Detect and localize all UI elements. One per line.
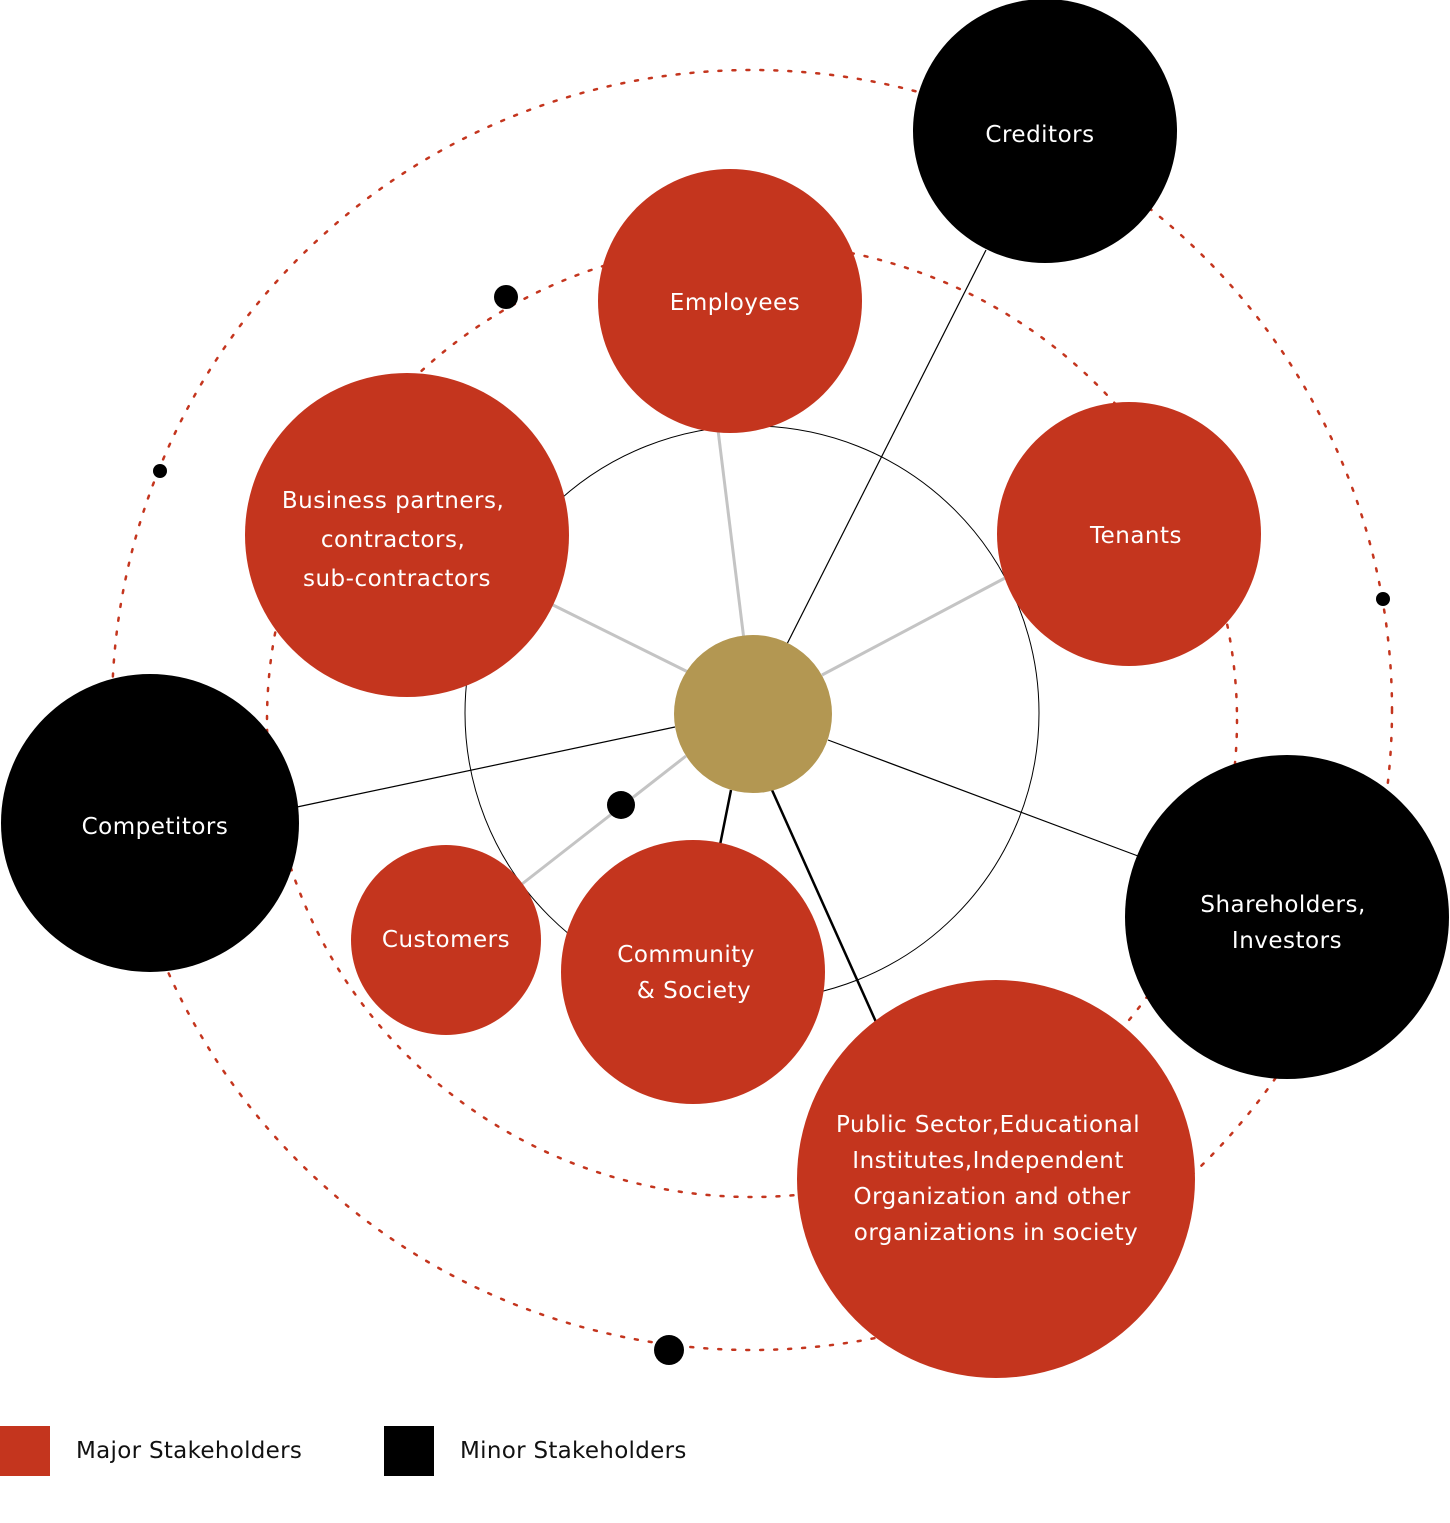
node-label-line: Customers (382, 927, 510, 953)
inner-orbit (265, 241, 1239, 1199)
node-label-line: Business partners, (282, 488, 504, 514)
orbit-dot (654, 1335, 684, 1365)
svg-text:Shareholders, Investor: Shareholders, Investors (1200, 892, 1373, 954)
svg-text:Tenants: Tenants (1089, 523, 1182, 549)
spoke-competitors (296, 726, 676, 808)
node-label-line: Competitors (82, 814, 229, 840)
node-label-line: Creditors (985, 122, 1094, 148)
legend-swatch-minor (384, 1426, 434, 1476)
svg-text:Community & Society: Community & Society (617, 942, 762, 1004)
legend-major: Major Stakeholders (0, 1426, 302, 1476)
node-public-sector[interactable]: Public Sector,Educational Institutes,Ind… (797, 980, 1195, 1378)
node-label-line: Public Sector,Educational (836, 1112, 1140, 1138)
node-label-line: sub-contractors (303, 566, 491, 592)
svg-text:Competitors: Competitors (82, 814, 229, 840)
spoke-shareholders (827, 739, 1139, 857)
spokes (296, 249, 1139, 1023)
legend-minor: Minor Stakeholders (384, 1426, 687, 1476)
spoke-employees (716, 429, 746, 641)
svg-text:Business partners, con: Business partners, contractors, sub-cont… (282, 488, 512, 592)
spoke-public-sector (770, 789, 878, 1023)
center-node (674, 635, 832, 793)
legend-swatch-major (0, 1426, 50, 1476)
spoke-business-partners (552, 603, 689, 674)
stakeholder-nodes: Employees Business partners, contractors… (1, 0, 1449, 1378)
node-competitors[interactable]: Competitors (1, 674, 299, 972)
node-community[interactable]: Community & Society (561, 840, 825, 1104)
orbit-dot (494, 285, 518, 309)
legend-label-minor: Minor Stakeholders (460, 1438, 687, 1464)
spoke-tenants (821, 576, 1006, 677)
node-label-line: Organization and other (853, 1184, 1130, 1210)
outer-orbit (110, 68, 1394, 1352)
spoke-community (718, 789, 733, 846)
node-label-line: Community (617, 942, 755, 968)
legend-label-major: Major Stakeholders (76, 1438, 303, 1464)
node-employees[interactable]: Employees (598, 169, 862, 433)
spoke-customers (521, 754, 687, 886)
node-label-line: Tenants (1089, 523, 1182, 549)
node-label-line: organizations in society (854, 1220, 1138, 1246)
node-label-line: Institutes,Independent (852, 1148, 1124, 1174)
orbit-dot (153, 464, 167, 478)
orbit-dot (607, 791, 635, 819)
svg-text:Public Sector,Educational: Public Sector,Educational Institutes,Ind… (836, 1112, 1148, 1246)
svg-text:Customers: Customers (382, 927, 510, 953)
orbit-dot (1376, 592, 1390, 606)
node-label-line: Investors (1232, 928, 1342, 954)
node-shareholders[interactable]: Shareholders, Investors (1125, 755, 1449, 1079)
node-label-line: & Society (637, 978, 751, 1004)
node-customers[interactable]: Customers (351, 845, 541, 1035)
node-label-line: contractors, (321, 527, 465, 553)
svg-text:Employees: Employees (670, 290, 800, 316)
node-label-line: Shareholders, (1200, 892, 1365, 918)
node-business-partners[interactable]: Business partners, contractors, sub-cont… (245, 373, 569, 697)
node-tenants[interactable]: Tenants (997, 402, 1261, 666)
svg-text:Creditors: Creditors (985, 122, 1094, 148)
node-label-line: Employees (670, 290, 800, 316)
node-creditors[interactable]: Creditors (913, 0, 1177, 263)
spoke-creditors (786, 249, 987, 645)
